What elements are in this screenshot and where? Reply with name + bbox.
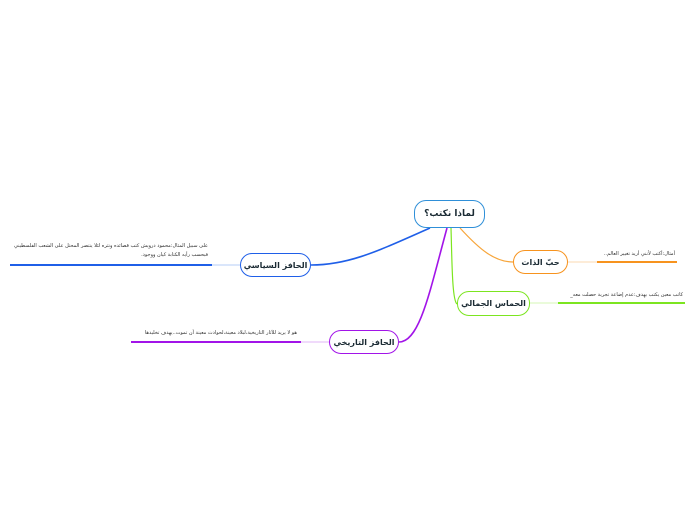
note-historical-motive[interactable]: هو لا يريد للآثار التاريخية،لبلاد معينة،…: [144, 330, 297, 336]
topic-self-love[interactable]: حبّ الذات: [513, 250, 568, 274]
topic-aesthetic-enthusiasm[interactable]: الحماس الجمالي: [457, 291, 530, 316]
note-aesthetic-enthusiasm[interactable]: كاتب معين يكتب بهدف:عدم إضاعة تجربة حصلت…: [570, 292, 683, 298]
note-self-love[interactable]: أمثال:أكتب لأنني أريد تغيير العالم..: [603, 251, 675, 257]
connector-aesthetic: [450, 227, 458, 305]
central-topic[interactable]: لماذا نكتب؟: [414, 200, 485, 228]
connector-political: [310, 227, 431, 266]
connector-self-love: [459, 227, 514, 263]
connector-historical: [398, 227, 448, 343]
topic-historical-motive[interactable]: الحافز التاريخي: [329, 330, 399, 354]
topic-political-motive[interactable]: الحافز السياسي: [240, 253, 311, 277]
note-political-motive[interactable]: على سبيل المثال:محمود درويش كتب قصائده و…: [13, 243, 208, 258]
